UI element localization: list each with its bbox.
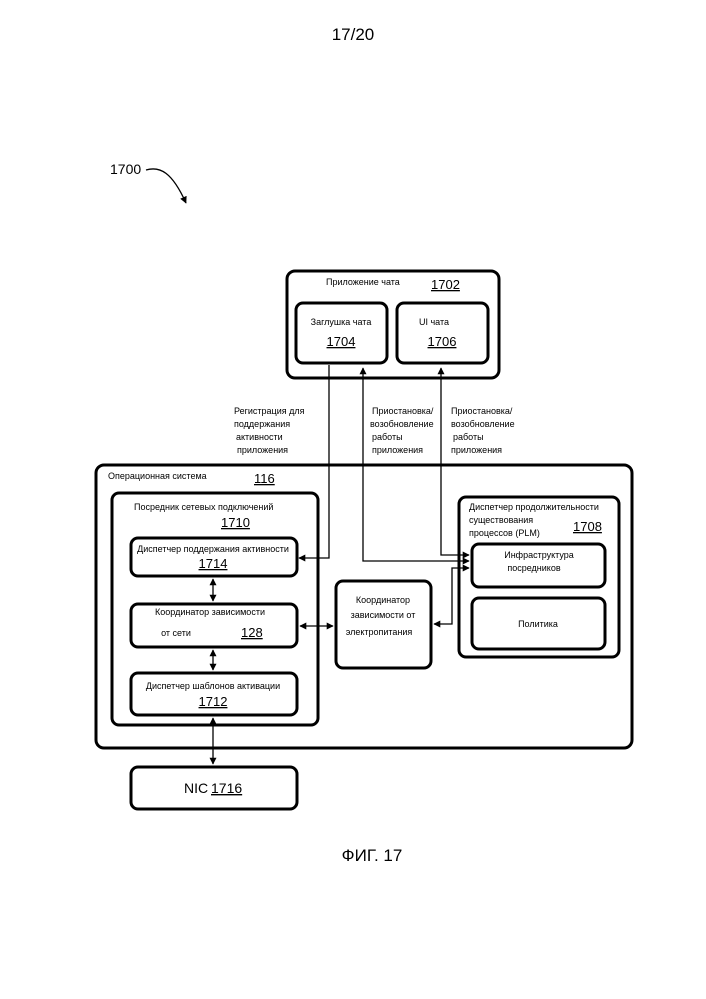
keepalive-manager-box: Диспетчер поддержания активности 1714 — [131, 538, 297, 576]
broker-infrastructure-box: Инфраструктура посредников — [472, 544, 605, 587]
trigger-template-box: Диспетчер шаблонов активации 1712 — [131, 673, 297, 715]
suspend-left-line-3: работы — [372, 432, 403, 442]
power-dependency-line-1: Координатор — [356, 595, 410, 605]
suspend-right-line-4: приложения — [451, 445, 502, 455]
keepalive-manager-label: Диспетчер поддержания активности — [137, 544, 289, 554]
plm-title-line-3: процессов (PLM) — [469, 528, 540, 538]
chat-app-title: Приложение чата — [326, 277, 400, 287]
broker-infrastructure-line-1: Инфраструктура — [504, 550, 574, 560]
os-title: Операционная система — [108, 471, 207, 481]
registration-annotation: Регистрация для поддержания активности п… — [234, 406, 305, 455]
nic-number: 1716 — [211, 780, 242, 796]
suspend-left-line-4: приложения — [372, 445, 423, 455]
registration-line-3: активности — [236, 432, 283, 442]
figure-caption: ФИГ. 17 — [342, 846, 403, 865]
network-dependency-box: Координатор зависимости от сети 128 — [131, 604, 297, 647]
registration-line-1: Регистрация для — [234, 406, 305, 416]
registration-line-4: приложения — [237, 445, 288, 455]
os-number: 116 — [254, 471, 275, 486]
network-dependency-number: 128 — [241, 625, 263, 640]
policy-box: Политика — [472, 598, 605, 649]
keepalive-manager-number: 1714 — [199, 556, 228, 571]
suspend-left-line-1: Приостановка/ — [372, 406, 434, 416]
figure-ref-arrow — [146, 169, 186, 203]
broker-infrastructure-line-2: посредников — [507, 563, 560, 573]
nic-label: NIC — [184, 780, 208, 796]
chat-app-box: Приложение чата 1702 Заглушка чата 1704 … — [287, 271, 499, 378]
chat-ui-box: UI чата 1706 — [397, 303, 488, 363]
chat-ui-label: UI чата — [419, 317, 449, 327]
figure-ref-label: 1700 — [110, 161, 141, 177]
suspend-resume-annotation-left: Приостановка/ возобновление работы прило… — [370, 406, 434, 455]
chat-ui-number: 1706 — [428, 334, 457, 349]
trigger-template-label: Диспетчер шаблонов активации — [146, 681, 280, 691]
broker-number: 1710 — [221, 515, 250, 530]
network-dependency-label-1: Координатор зависимости — [155, 607, 265, 617]
chat-app-number: 1702 — [431, 277, 460, 292]
policy-label: Политика — [518, 619, 558, 629]
registration-line-2: поддержания — [234, 419, 290, 429]
chat-stub-box: Заглушка чата 1704 — [296, 303, 387, 363]
broker-title: Посредник сетевых подключений — [134, 502, 273, 512]
plm-title-line-2: существования — [469, 515, 533, 525]
plm-number: 1708 — [573, 519, 602, 534]
suspend-right-line-3: работы — [453, 432, 484, 442]
power-dependency-line-2: зависимости от — [351, 610, 416, 620]
suspend-right-line-1: Приостановка/ — [451, 406, 513, 416]
suspend-right-line-2: возобновление — [451, 419, 515, 429]
suspend-resume-annotation-right: Приостановка/ возобновление работы прило… — [451, 406, 515, 455]
plm-title-line-1: Диспетчер продолжительности — [469, 502, 599, 512]
page-number: 17/20 — [332, 25, 375, 44]
suspend-left-line-2: возобновление — [370, 419, 434, 429]
chat-stub-label: Заглушка чата — [311, 317, 372, 327]
power-dependency-line-3: электропитания — [346, 627, 413, 637]
nic-box: NIC 1716 — [131, 767, 297, 809]
network-dependency-label-2: от сети — [161, 628, 191, 638]
trigger-template-number: 1712 — [199, 694, 228, 709]
power-dependency-box: Координатор зависимости от электропитани… — [336, 581, 431, 668]
chat-stub-number: 1704 — [327, 334, 356, 349]
